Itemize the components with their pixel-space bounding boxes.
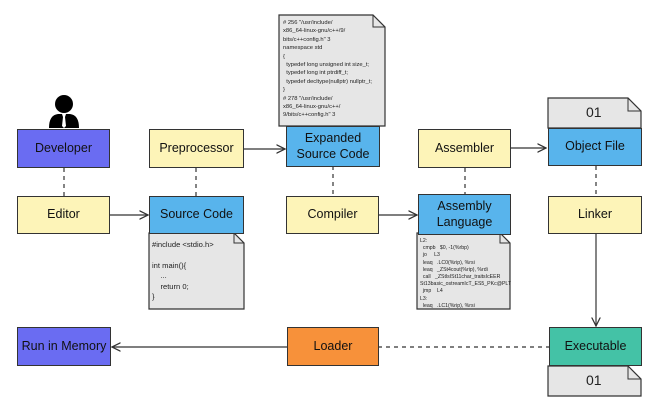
source-code-document bbox=[148, 232, 245, 310]
expanded-source-code-node: Expanded Source Code bbox=[286, 126, 380, 167]
object-file-node: Object File bbox=[548, 128, 642, 166]
loader-node: Loader bbox=[287, 327, 379, 366]
source-code-node: Source Code bbox=[149, 196, 244, 234]
editor-node: Editor bbox=[17, 196, 110, 234]
person-icon bbox=[49, 95, 79, 128]
object-file-document bbox=[547, 97, 642, 129]
executable-document bbox=[547, 365, 642, 397]
expanded-source-document bbox=[278, 14, 386, 127]
preprocessor-node: Preprocessor bbox=[149, 129, 244, 168]
developer-node: Developer bbox=[17, 129, 110, 168]
run-in-memory-node: Run in Memory bbox=[17, 327, 111, 366]
assembly-language-node: Assembly Language bbox=[418, 194, 511, 235]
linker-node: Linker bbox=[548, 196, 642, 234]
assembler-node: Assembler bbox=[418, 129, 511, 168]
compiler-node: Compiler bbox=[286, 196, 379, 234]
assembly-document bbox=[416, 232, 511, 310]
executable-node: Executable bbox=[549, 327, 642, 366]
